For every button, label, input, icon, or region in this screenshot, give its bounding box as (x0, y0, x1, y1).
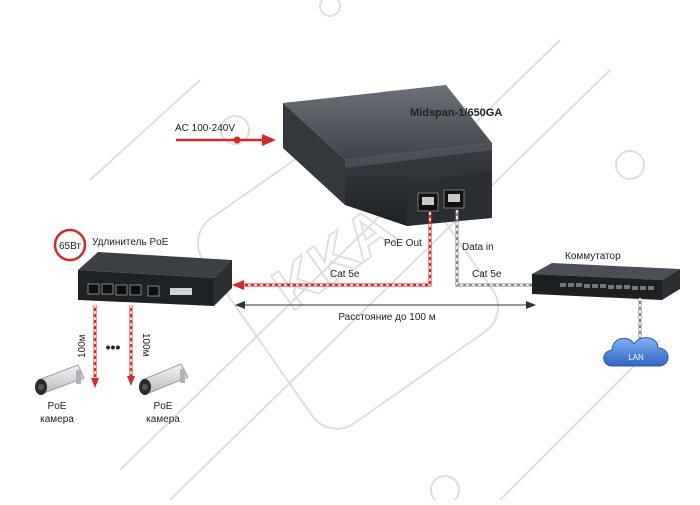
camera-right (139, 363, 189, 395)
watermark: KKA (89, 0, 661, 505)
ac-power-arrow (176, 134, 276, 146)
power-badge-label: 65Вт (59, 241, 81, 252)
camera-cable-left-arrowhead (91, 378, 99, 388)
cable-left-label: Cat 5e (330, 269, 360, 280)
camera-left (35, 364, 85, 395)
camera-left-label-line2: камера (40, 414, 74, 425)
rj45-port-poe-out (417, 192, 439, 212)
rj45-port-data-in (443, 189, 465, 209)
camera-right-label-line2: камера (146, 414, 180, 425)
length-right-label: 100м (140, 333, 151, 357)
poe-out-arrowhead (232, 280, 244, 290)
midspan-injector (283, 85, 492, 226)
camera-left-label-line1: PoE (48, 401, 67, 412)
network-switch (532, 263, 680, 300)
lan-label: LAN (628, 353, 644, 362)
power-badge: 65Вт (53, 228, 87, 262)
distance-label: Расстояние до 100 м (338, 312, 435, 323)
distance-arrow (235, 301, 536, 309)
lan-cloud: LAN (603, 337, 669, 367)
switch-label: Коммутатор (565, 251, 621, 262)
camera-cable-right-arrowhead (127, 376, 135, 386)
ellipsis-dots: ••• (106, 339, 121, 355)
camera-right-label-line1: PoE (154, 401, 173, 412)
cable-right-label: Cat 5e (472, 269, 502, 280)
midspan-label: Midspan-1/650GA (410, 107, 502, 119)
poe-out-cable (240, 212, 432, 287)
poe-extender (78, 252, 232, 306)
extender-label: Удлинитель PoE (92, 237, 169, 248)
length-left-label: 100м (77, 334, 88, 358)
data-in-label: Data in (462, 242, 494, 253)
ac-input-label: AC 100-240V (175, 123, 235, 134)
poe-out-label: PoE Out (384, 238, 422, 249)
data-in-cable (455, 210, 532, 287)
